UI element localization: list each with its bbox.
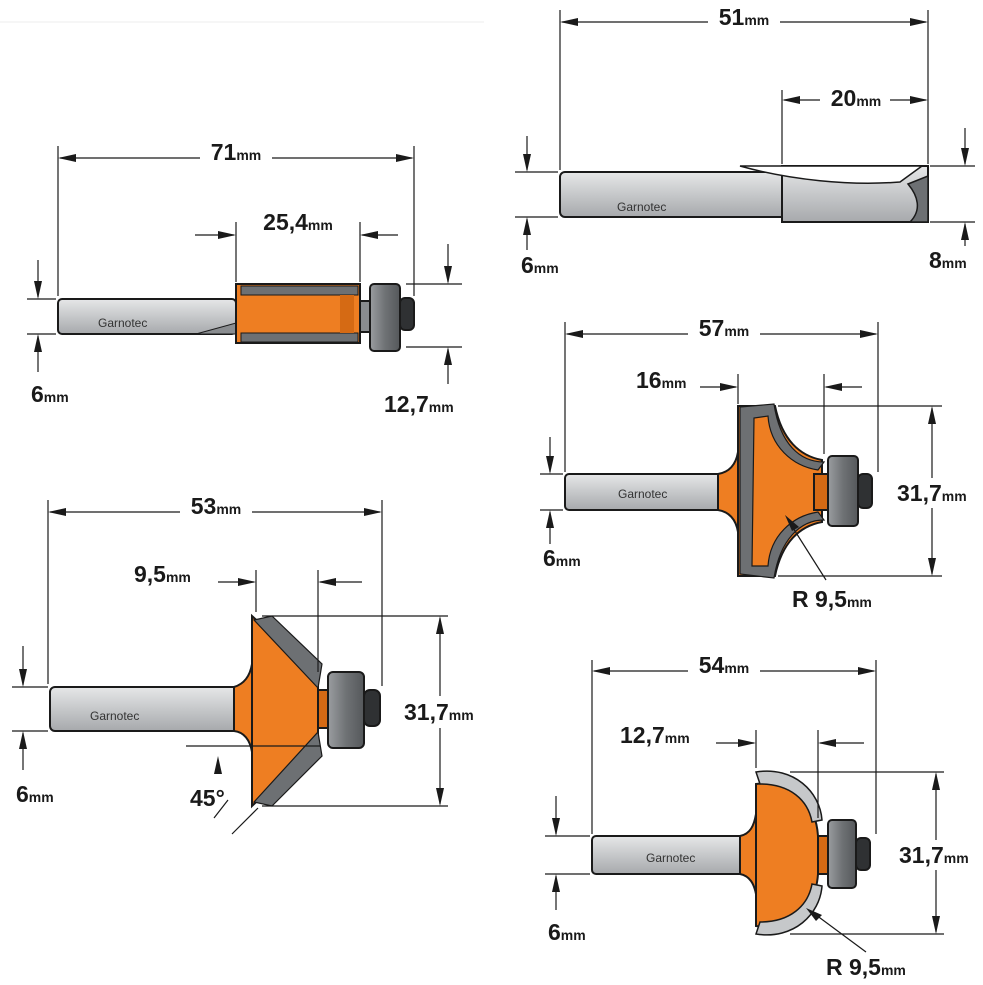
straight-bit: Garnotec 51mm 20mm 6mm <box>515 2 975 278</box>
bearing-screw <box>857 473 873 509</box>
svg-text:20mm: 20mm <box>831 85 882 111</box>
svg-text:31,7mm: 31,7mm <box>899 842 969 868</box>
brand-label: Garnotec <box>646 851 695 865</box>
cutter-diameter-dimension: 8mm <box>929 128 975 273</box>
svg-text:6mm: 6mm <box>543 545 581 571</box>
svg-text:31,7mm: 31,7mm <box>897 480 967 506</box>
cove-bit: Garnotec 54mm 12,7mm 6mm <box>545 652 978 980</box>
shank-diameter-dimension: 6mm <box>12 646 54 807</box>
cutter-diameter-dimension: 12,7mm <box>384 244 462 417</box>
cutter-neck <box>233 663 253 753</box>
svg-text:R 9,5mm: R 9,5mm <box>792 586 872 612</box>
brand-label: Garnotec <box>98 316 147 330</box>
collar <box>817 835 829 875</box>
svg-text:6mm: 6mm <box>548 919 586 945</box>
svg-text:25,4mm: 25,4mm <box>263 209 333 235</box>
overall-length-dimension: 53mm <box>47 493 383 686</box>
svg-text:6mm: 6mm <box>16 781 54 807</box>
svg-text:R 9,5mm: R 9,5mm <box>826 954 906 980</box>
cutter-diameter-dimension: 31,7mm <box>790 771 978 935</box>
cutter-neck <box>739 813 757 895</box>
svg-text:6mm: 6mm <box>521 252 559 278</box>
cutting-length-dimension: 20mm <box>781 85 928 164</box>
svg-text:71mm: 71mm <box>211 139 262 165</box>
carbide-edge <box>739 403 826 579</box>
shank-diameter-dimension: 6mm <box>27 260 69 407</box>
chamfer-bit: Garnotec 53mm 9,5mm 6mm <box>12 493 484 835</box>
radius-callout: R 9,5mm <box>806 908 906 980</box>
svg-text:45°: 45° <box>190 785 225 811</box>
cutter-body <box>737 405 823 577</box>
bearing-screw <box>855 837 871 871</box>
svg-text:31,7mm: 31,7mm <box>404 699 474 725</box>
cove-bit-drawing: Garnotec <box>591 770 871 936</box>
svg-text:8mm: 8mm <box>929 247 967 273</box>
bearing <box>369 283 401 352</box>
roundover-bit: Garnotec 57mm 16mm 6mm <box>540 315 974 612</box>
angle-callout: 45° <box>186 745 320 835</box>
cutting-length-dimension: 16mm <box>636 367 862 454</box>
cutter-diameter-dimension: 31,7mm <box>778 405 974 577</box>
svg-text:6mm: 6mm <box>31 381 69 407</box>
svg-text:9,5mm: 9,5mm <box>134 561 191 587</box>
flush-trim-bit-drawing: Garnotec <box>57 283 415 352</box>
svg-text:12,7mm: 12,7mm <box>384 391 454 417</box>
carbide-edge <box>240 332 359 343</box>
shank <box>49 686 247 732</box>
bearing <box>827 819 857 889</box>
cutting-length-dimension: 12,7mm <box>620 722 864 818</box>
svg-text:57mm: 57mm <box>699 315 750 341</box>
overall-length-dimension: 71mm <box>57 139 415 296</box>
bearing <box>827 455 859 527</box>
collar <box>359 300 371 333</box>
shank <box>559 171 787 218</box>
svg-text:53mm: 53mm <box>191 493 242 519</box>
cutting-length-dimension: 25,4mm <box>195 209 398 282</box>
roundover-bit-drawing: Garnotec <box>564 403 873 579</box>
cutter-neck <box>717 451 739 533</box>
straight-bit-drawing: Garnotec <box>559 165 929 223</box>
flush-trim-bit: Garnotec 71mm 25,4mm 6mm <box>27 139 462 417</box>
bearing-screw <box>363 689 381 727</box>
brand-label: Garnotec <box>617 200 666 214</box>
shank-diameter-dimension: 6mm <box>545 796 590 945</box>
brand-label: Garnotec <box>90 709 139 723</box>
carbide-edge <box>755 770 823 823</box>
shank-diameter-dimension: 6mm <box>540 437 581 571</box>
overall-length-dimension: 57mm <box>564 315 879 472</box>
carbide-edge <box>252 615 323 690</box>
bearing <box>327 671 365 749</box>
bearing-screw <box>399 297 415 331</box>
collar <box>317 689 329 729</box>
brand-label: Garnotec <box>618 487 667 501</box>
shank-diameter-dimension: 6mm <box>515 136 559 278</box>
cutting-length-dimension: 9,5mm <box>134 561 362 672</box>
svg-text:51mm: 51mm <box>719 4 770 30</box>
carbide-edge <box>240 285 359 296</box>
overall-length-dimension: 54mm <box>591 652 877 834</box>
svg-text:16mm: 16mm <box>636 367 687 393</box>
cutter-diameter-dimension: 31,7mm <box>262 615 484 807</box>
carbide-edge <box>252 730 323 807</box>
carbide-tip <box>906 174 929 223</box>
overall-length-dimension: 51mm <box>559 2 929 170</box>
collar <box>813 473 829 511</box>
svg-text:12,7mm: 12,7mm <box>620 722 690 748</box>
carbide-edge <box>755 883 823 936</box>
svg-text:54mm: 54mm <box>699 652 750 678</box>
chamfer-bit-drawing: Garnotec <box>49 613 381 809</box>
radius-callout: R 9,5mm <box>785 515 872 612</box>
flute-cut <box>739 165 925 184</box>
cutter-shadow <box>340 295 354 333</box>
